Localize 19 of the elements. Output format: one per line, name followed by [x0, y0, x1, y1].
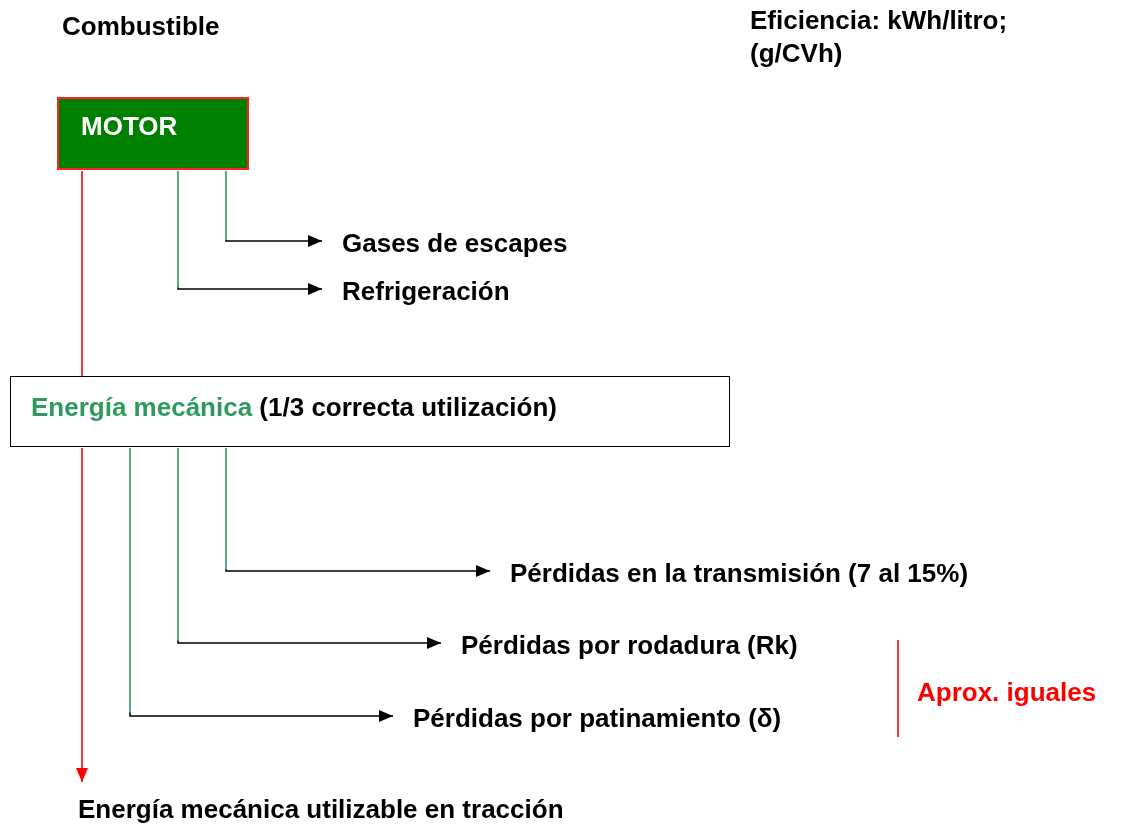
efficiency-note: Eficiencia: kWh/litro; (g/CVh)	[750, 4, 1009, 69]
arrow	[177, 447, 442, 649]
output-label: Refrigeración	[322, 274, 582, 308]
process-box	[57, 97, 249, 170]
output-label: Energía mecánica utilizable en tracción	[70, 782, 710, 832]
output-label: Pérdidas por patinamiento (δ)	[393, 700, 873, 736]
arrow	[129, 447, 394, 722]
arrow	[177, 170, 323, 295]
arrow	[225, 170, 323, 247]
box-title: Energía mecánica (1/3 correcta utilización)	[31, 392, 557, 423]
arrow	[76, 447, 88, 783]
input-label: Combustible	[62, 10, 220, 43]
output-label: Pérdidas por rodadura (Rk)	[441, 627, 891, 663]
output-label: Gases de escapes	[322, 226, 642, 260]
box-title: MOTOR	[81, 111, 178, 142]
output-label: Pérdidas en la transmisión (7 al 15%)	[490, 555, 1090, 591]
arrow	[225, 447, 491, 577]
process-box	[10, 376, 730, 447]
note-text: Aprox. iguales	[917, 676, 1097, 709]
